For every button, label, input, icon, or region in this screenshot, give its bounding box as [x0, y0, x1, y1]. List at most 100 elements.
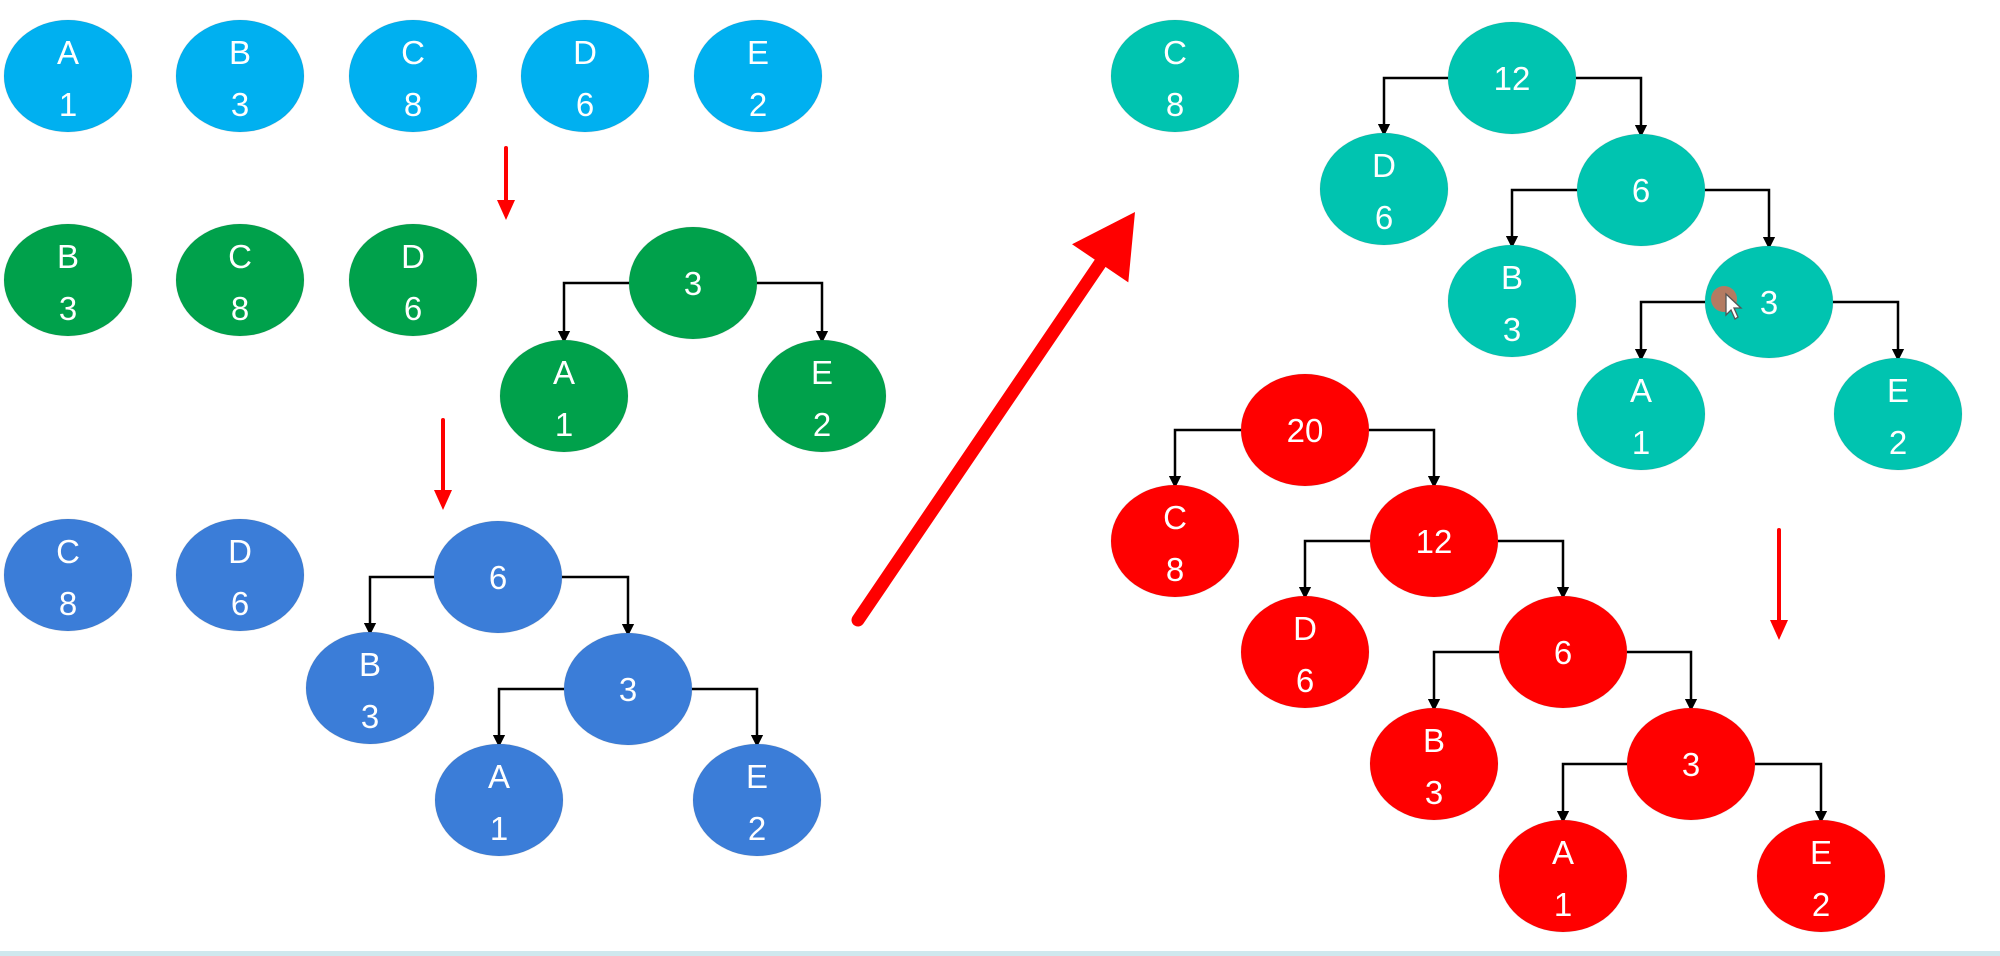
node-weight: 3 — [684, 265, 702, 302]
node-ellipse — [175, 223, 305, 337]
node-label: D — [573, 34, 597, 71]
edge-s3-3-to-s3-E — [692, 687, 764, 748]
node-weight: 2 — [813, 406, 831, 443]
node-s1-B: B3 — [175, 19, 305, 133]
node-weight: 1 — [59, 86, 77, 123]
node-weight: 1 — [1554, 886, 1572, 923]
node-ellipse — [692, 743, 822, 857]
node-ellipse — [1626, 707, 1756, 821]
node-s5-A: A1 — [1498, 819, 1628, 933]
node-weight: 6 — [576, 86, 594, 123]
edge-s5-20-to-s5-12 — [1369, 428, 1441, 489]
node-weight: 8 — [404, 86, 422, 123]
node-weight: 2 — [749, 86, 767, 123]
node-weight: 3 — [231, 86, 249, 123]
node-label: E — [1810, 834, 1832, 871]
node-s5-12: 12 — [1369, 484, 1499, 598]
node-ellipse — [434, 743, 564, 857]
edge-s5-3-to-s5-A — [1556, 762, 1627, 824]
node-label: A — [553, 354, 575, 391]
node-label: C — [401, 34, 425, 71]
node-weight: 6 — [404, 290, 422, 327]
node-s4-6: 6 — [1576, 133, 1706, 247]
node-ellipse — [1447, 244, 1577, 358]
node-weight: 6 — [1554, 634, 1572, 671]
node-s5-B: B3 — [1369, 707, 1499, 821]
node-ellipse — [3, 19, 133, 133]
node-s1-E: E2 — [693, 19, 823, 133]
node-ellipse — [693, 19, 823, 133]
node-label: A — [1630, 372, 1652, 409]
node-weight: 3 — [1682, 746, 1700, 783]
node-s3-D: D6 — [175, 518, 305, 632]
node-ellipse — [433, 520, 563, 634]
node-weight: 6 — [1632, 172, 1650, 209]
node-s2-B: B3 — [3, 223, 133, 337]
node-label: B — [359, 646, 381, 683]
node-weight: 20 — [1287, 412, 1324, 449]
node-s4-B: B3 — [1447, 244, 1577, 358]
node-s5-3: 3 — [1626, 707, 1756, 821]
arrow-3-to-4 — [851, 212, 1135, 627]
node-label: E — [811, 354, 833, 391]
node-ellipse — [520, 19, 650, 133]
node-s2-D: D6 — [348, 223, 478, 337]
node-weight: 1 — [555, 406, 573, 443]
node-s2-3: 3 — [628, 226, 758, 340]
node-label: C — [1163, 499, 1187, 536]
edge-s5-6-to-s5-3 — [1627, 650, 1698, 712]
edge-s4-12-to-s4-6 — [1576, 76, 1648, 138]
node-label: A — [1552, 834, 1574, 871]
bottom-strip — [0, 951, 2000, 956]
edge-s3-6-to-s3-3 — [562, 575, 635, 637]
node-weight: 6 — [1375, 199, 1393, 236]
node-ellipse — [175, 19, 305, 133]
node-s5-6: 6 — [1498, 595, 1628, 709]
node-layer: A1B3C8D6E2B3C8D63A1E2C8D66B33A1E2C812D66… — [3, 19, 1963, 933]
node-weight: 2 — [1812, 886, 1830, 923]
edge-s5-3-to-s5-E — [1755, 762, 1828, 824]
node-weight: 3 — [1503, 311, 1521, 348]
node-label: C — [1163, 34, 1187, 71]
node-ellipse — [1704, 245, 1834, 359]
edge-s5-6-to-s5-B — [1427, 650, 1499, 712]
node-ellipse — [348, 223, 478, 337]
node-ellipse — [3, 518, 133, 632]
node-label: A — [488, 758, 510, 795]
node-s4-3: 3 — [1704, 245, 1834, 359]
node-label: B — [1423, 722, 1445, 759]
arrow-2-to-3 — [434, 418, 452, 510]
node-label: E — [747, 34, 769, 71]
node-s3-3: 3 — [563, 632, 693, 746]
node-ellipse — [499, 339, 629, 453]
node-weight: 6 — [231, 585, 249, 622]
edge-s4-12-to-s4-D — [1377, 76, 1448, 137]
node-ellipse — [1576, 133, 1706, 247]
node-ellipse — [305, 631, 435, 745]
node-ellipse — [175, 518, 305, 632]
node-weight: 12 — [1494, 60, 1531, 97]
node-weight: 3 — [361, 698, 379, 735]
node-label: E — [746, 758, 768, 795]
node-s4-12: 12 — [1447, 21, 1577, 135]
node-weight: 8 — [1166, 86, 1184, 123]
node-s1-A: A1 — [3, 19, 133, 133]
node-weight: 8 — [1166, 551, 1184, 588]
edge-s2-3-to-s2-A — [557, 281, 629, 344]
node-weight: 2 — [1889, 424, 1907, 461]
edge-s5-12-to-s5-D — [1298, 539, 1370, 600]
node-ellipse — [757, 339, 887, 453]
node-ellipse — [1447, 21, 1577, 135]
node-label: D — [1293, 610, 1317, 647]
node-weight: 6 — [1296, 662, 1314, 699]
edge-s4-3-to-s4-E — [1833, 300, 1905, 362]
node-label: E — [1887, 372, 1909, 409]
flow-arrow-layer — [434, 146, 1788, 640]
node-ellipse — [628, 226, 758, 340]
node-s4-D: D6 — [1319, 132, 1449, 246]
node-weight: 8 — [59, 585, 77, 622]
node-weight: 1 — [490, 810, 508, 847]
node-ellipse — [1833, 357, 1963, 471]
